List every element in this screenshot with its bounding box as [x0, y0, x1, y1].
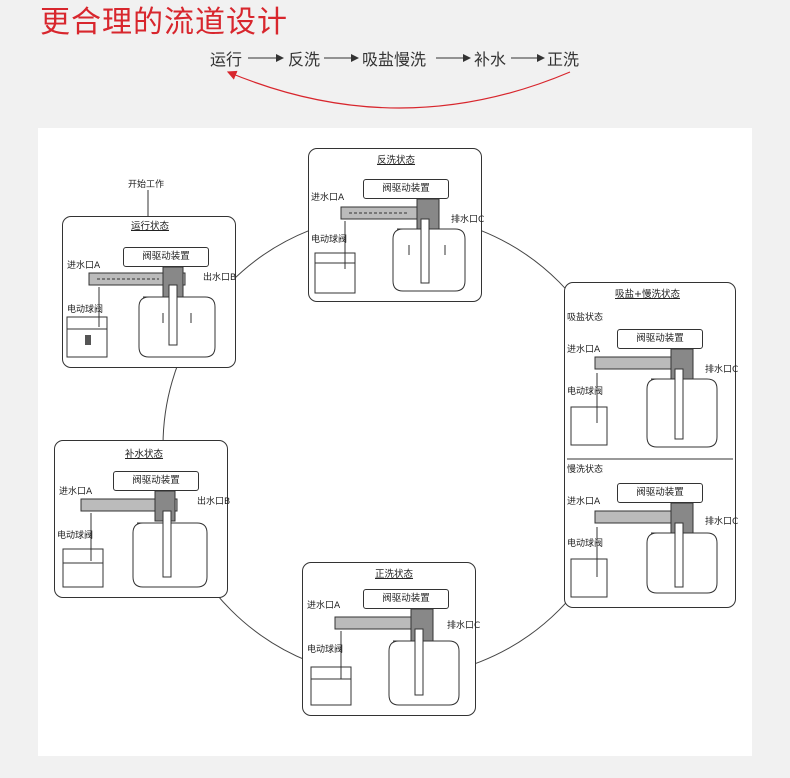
- state-backwash-title: 反洗状态: [377, 155, 416, 166]
- inlet-label: 进水口A: [567, 345, 601, 355]
- flow-step-refill: 补水: [474, 50, 507, 69]
- drain-label: 排水口C: [705, 517, 739, 527]
- device-box: 阀驱动装置: [363, 179, 449, 199]
- inlet-label: 进水口A: [59, 487, 93, 497]
- drain-label: 排水口C: [451, 215, 485, 225]
- diagram-panel: 开始工作 运行状态 阀驱动装置 进水口A 出水口B 电动球阀 反洗状态 阀驱动装…: [38, 128, 752, 756]
- brine-mechanism: [567, 348, 733, 460]
- state-slow-title: 慢洗状态: [567, 465, 604, 475]
- valve-label: 电动球阀: [567, 539, 604, 549]
- flow-step-run: 运行: [210, 50, 243, 69]
- flow-step-backwash: 反洗: [288, 50, 321, 69]
- page-title: 更合理的流道设计: [40, 5, 288, 40]
- state-run-title: 运行状态: [131, 221, 170, 232]
- inlet-label: 进水口A: [567, 497, 601, 507]
- inlet-label: 进水口A: [307, 601, 341, 611]
- device-box: 阀驱动装置: [617, 483, 703, 503]
- state-brine-title: 吸盐状态: [567, 313, 604, 323]
- flow-arrows: [226, 54, 571, 109]
- state-brine-slow-title: 吸盐+慢洗状态: [615, 289, 680, 300]
- valve-label: 电动球阀: [567, 387, 604, 397]
- state-run: 运行状态 阀驱动装置 进水口A 出水口B 电动球阀: [62, 216, 236, 368]
- drain-label: 排水口C: [705, 365, 739, 375]
- state-rinse: 正洗状态 阀驱动装置 进水口A 排水口C 电动球阀: [302, 562, 480, 716]
- valve-label: 电动球阀: [57, 531, 94, 541]
- flow-step-rinse: 正洗: [547, 50, 580, 69]
- inlet-label: 进水口A: [311, 193, 345, 203]
- state-brine-slow: 吸盐+慢洗状态 吸盐状态 阀驱动装置 进水口A 排水口C 电动球阀 慢洗状态 阀…: [564, 282, 739, 608]
- flow-step-brine-slow: 吸盐慢洗: [362, 50, 427, 69]
- start-label: 开始工作: [128, 180, 165, 190]
- device-box: 阀驱动装置: [363, 589, 449, 609]
- valve-label: 电动球阀: [307, 645, 344, 655]
- refill-mechanism: [62, 490, 208, 588]
- rinse-mechanism: [310, 608, 460, 706]
- drain-label: 排水口C: [447, 621, 481, 631]
- device-box: 阀驱动装置: [617, 329, 703, 349]
- process-flow: 运行 反洗 吸盐慢洗 补水 正洗: [0, 44, 790, 109]
- slow-mechanism: [570, 502, 718, 598]
- outlet-label: 出水口B: [203, 273, 237, 283]
- state-rinse-title: 正洗状态: [375, 569, 414, 580]
- backwash-mechanism: [314, 198, 466, 294]
- outlet-label: 出水口B: [197, 497, 231, 507]
- state-refill: 补水状态 阀驱动装置 进水口A 出水口B 电动球阀: [54, 440, 231, 598]
- valve-label: 电动球阀: [67, 305, 104, 315]
- valve-label: 电动球阀: [311, 235, 348, 245]
- inlet-label: 进水口A: [67, 261, 101, 271]
- run-mechanism: [66, 266, 216, 358]
- state-refill-title: 补水状态: [125, 449, 164, 460]
- state-backwash: 反洗状态 阀驱动装置 进水口A 排水口C 电动球阀: [308, 148, 485, 302]
